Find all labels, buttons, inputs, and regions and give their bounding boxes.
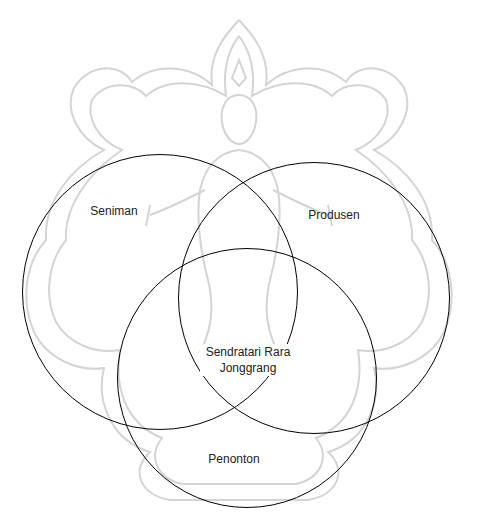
circle-line <box>118 249 377 508</box>
venn-circle: Seniman <box>22 154 298 430</box>
logo-mirror <box>239 20 452 500</box>
lotus-inner <box>49 36 239 484</box>
circle-outline <box>178 162 450 434</box>
intersection-label: Sendratari Rara Jonggrang <box>200 344 296 376</box>
circle-outline <box>117 248 377 508</box>
set-label: Seniman <box>90 204 137 220</box>
figure-body <box>198 150 239 352</box>
figure-arm <box>146 190 205 226</box>
circle-line <box>23 155 298 430</box>
set-label: Penonton <box>208 452 259 468</box>
circle-line <box>179 163 450 434</box>
figure-head <box>222 95 239 144</box>
venn-circle: Penonton <box>117 248 377 508</box>
circle-outline <box>22 154 298 430</box>
logo-outline <box>26 20 451 500</box>
lotus-outer <box>26 20 239 500</box>
crown-mark <box>232 60 246 86</box>
venn-circle: Produsen <box>178 162 450 434</box>
set-label: Produsen <box>308 208 359 224</box>
